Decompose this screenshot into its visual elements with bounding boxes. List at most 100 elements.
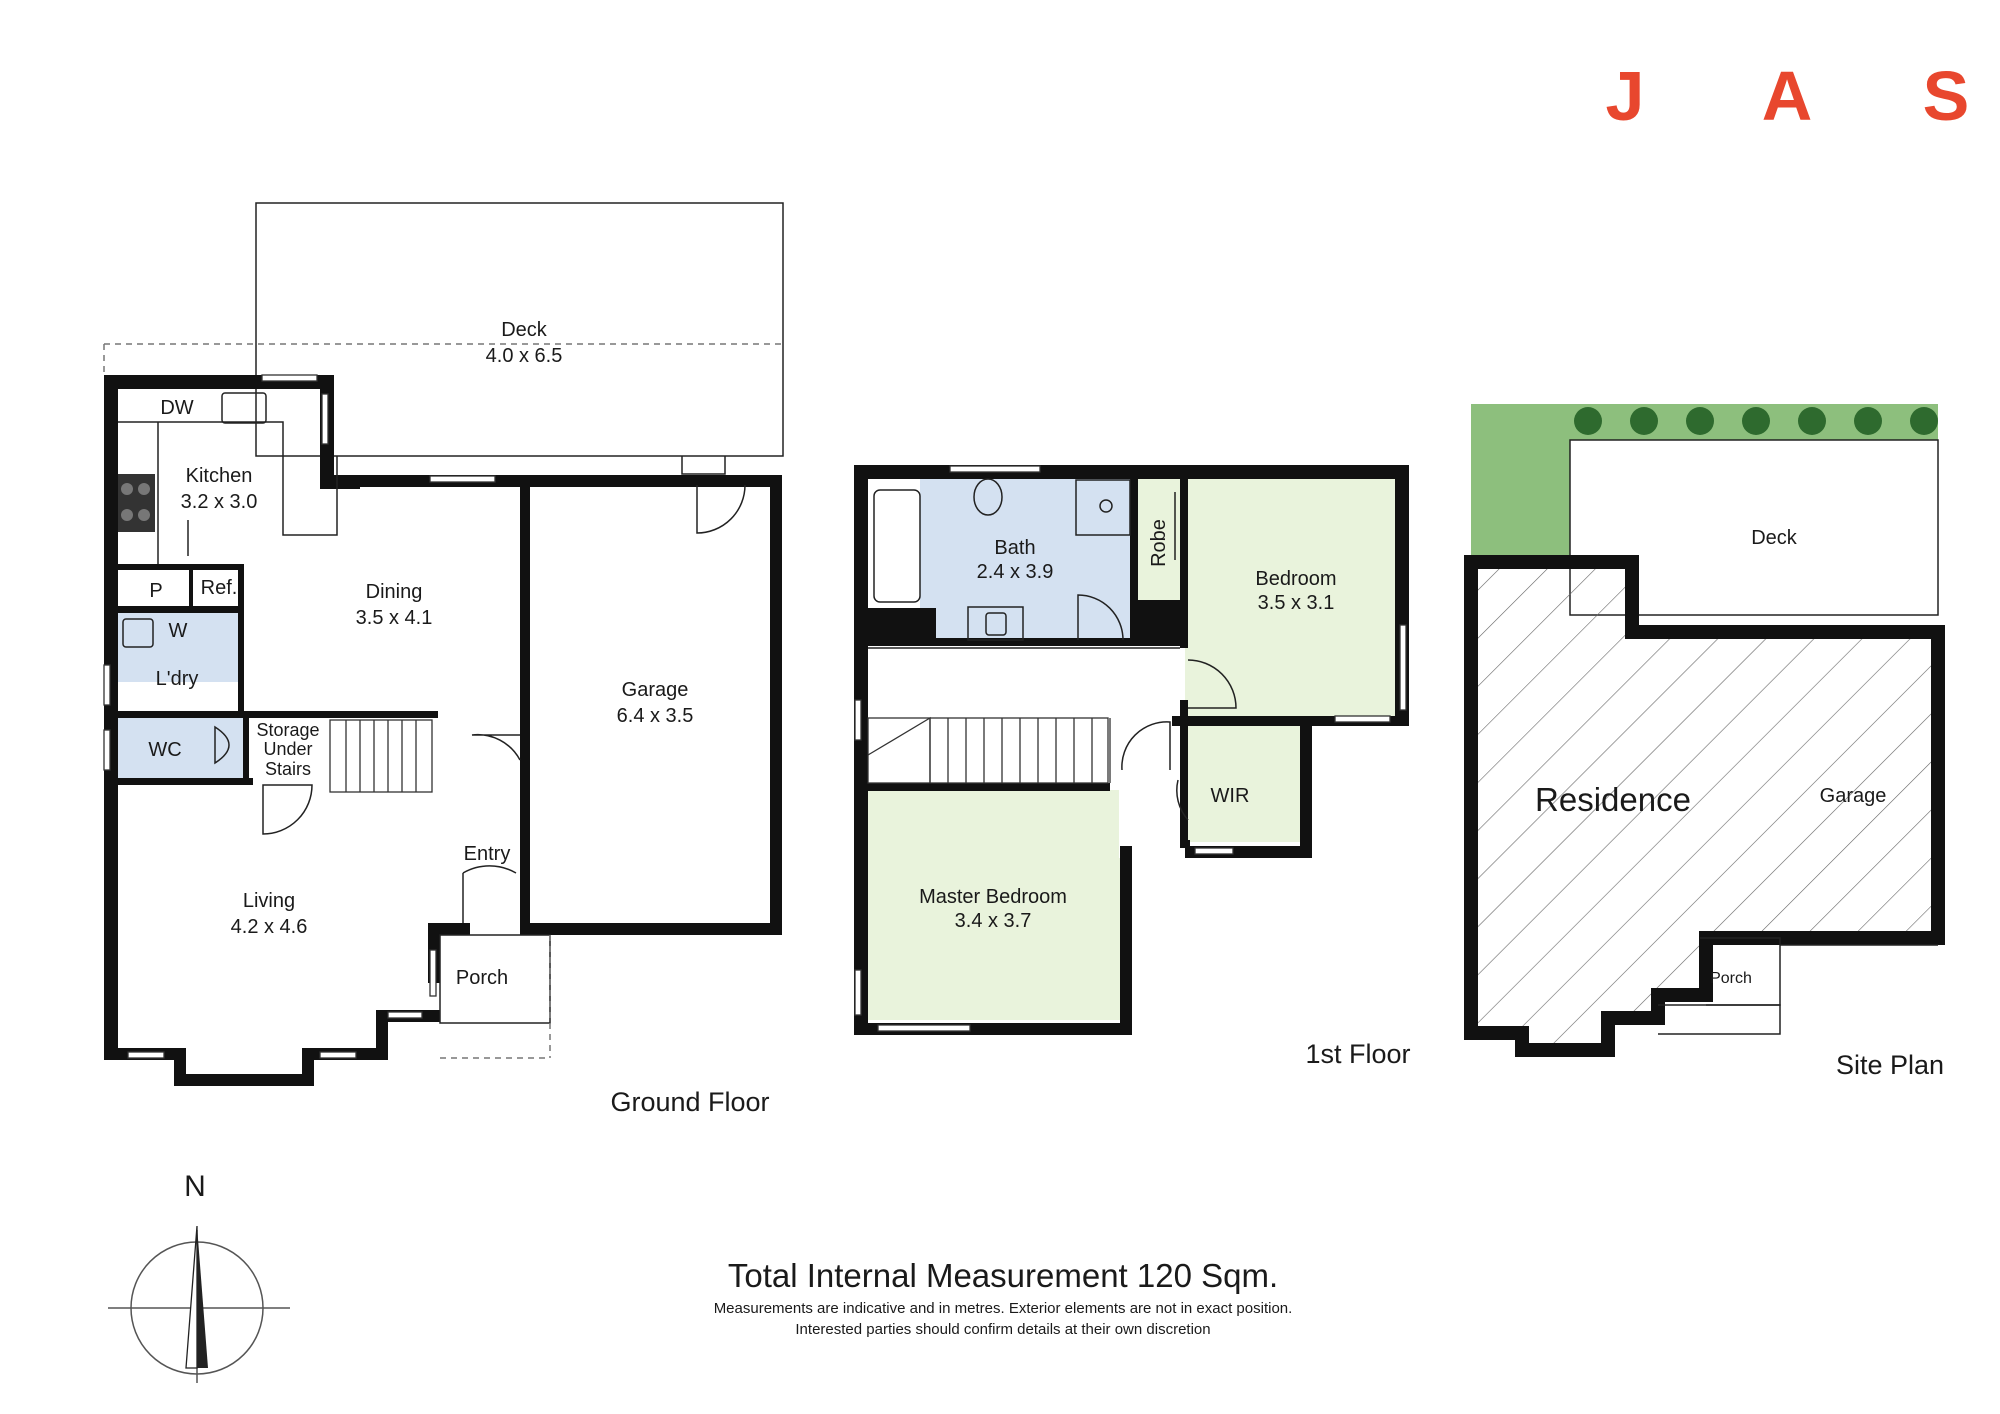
cooktop-icon xyxy=(118,474,155,532)
site-plan-title: Site Plan xyxy=(1836,1050,1944,1080)
bedroom-fill xyxy=(1185,478,1395,716)
window xyxy=(103,664,111,706)
laundry-label: L'dry xyxy=(156,668,199,690)
garage-east-wall xyxy=(770,475,782,935)
master-label: Master Bedroom xyxy=(919,886,1067,908)
shower-icon xyxy=(1075,479,1131,536)
ground-floor-title: Ground Floor xyxy=(610,1087,769,1117)
sink-icon xyxy=(221,392,267,424)
first-floor-plan: Bath 2.4 x 3.9 Robe Bedroom 3.5 x 3.1 WI… xyxy=(854,465,1411,1069)
discretion-note: Interested parties should confirm detail… xyxy=(795,1321,1210,1338)
site-plan: Deck Residence Garage Porch Site Plan xyxy=(1464,404,1945,1080)
kitchen-size: 3.2 x 3.0 xyxy=(181,491,258,513)
window xyxy=(854,969,862,1016)
entry-door xyxy=(462,865,517,874)
toilet-icon xyxy=(973,478,1003,516)
wc-label: WC xyxy=(148,739,181,761)
logo-letter-j: J xyxy=(1606,57,1645,135)
toilet-icon xyxy=(214,725,230,765)
window xyxy=(127,1051,165,1059)
first-floor-title: 1st Floor xyxy=(1305,1039,1410,1069)
ground-west-wall xyxy=(104,375,118,1060)
site-garage-label: Garage xyxy=(1820,785,1887,807)
garage-internal-door xyxy=(471,733,521,761)
living-size: 4.2 x 4.6 xyxy=(231,916,308,938)
bedroom-label: Bedroom xyxy=(1255,568,1336,590)
wir-fill xyxy=(1185,726,1311,842)
tree-icon xyxy=(1910,407,1938,435)
window xyxy=(429,949,437,997)
site-porch-label: Porch xyxy=(1710,970,1752,987)
north-compass: N xyxy=(108,1170,290,1383)
site-residence-footprint xyxy=(1464,555,1945,1057)
entry-label: Entry xyxy=(464,843,511,865)
window xyxy=(387,1011,423,1019)
site-residence-label: Residence xyxy=(1535,781,1691,818)
pantry-label: P xyxy=(149,580,162,602)
tree-icon xyxy=(1630,407,1658,435)
tree-icon xyxy=(1742,407,1770,435)
wir-door xyxy=(1176,779,1189,821)
ground-stairs xyxy=(329,719,433,793)
window xyxy=(261,374,318,382)
window xyxy=(1399,624,1407,711)
first-north-wall xyxy=(854,465,1409,479)
logo-letter-s: S xyxy=(1923,57,1970,135)
window xyxy=(103,729,111,771)
compass-north-label: N xyxy=(184,1170,206,1203)
sliding-door-window xyxy=(429,475,496,483)
storage-label-3: Stairs xyxy=(265,759,311,779)
garage-south-wall xyxy=(520,923,782,935)
dining-size: 3.5 x 4.1 xyxy=(356,607,433,629)
deck-step xyxy=(681,456,726,475)
total-measurement: Total Internal Measurement 120 Sqm. xyxy=(728,1257,1278,1294)
washer-label: W xyxy=(169,620,188,642)
tree-icon xyxy=(1686,407,1714,435)
compass-needle-dark xyxy=(197,1226,208,1368)
dining-label: Dining xyxy=(366,581,423,603)
site-garden-west xyxy=(1471,404,1570,562)
kitchen-bench xyxy=(118,421,338,536)
robe-label: Robe xyxy=(1148,519,1170,567)
garage-rear-door xyxy=(696,484,746,534)
ground-floor-plan: Deck 4.0 x 6.5 DW Kitchen 3.2 x 3.0 P Re… xyxy=(103,202,784,1117)
first-stairs xyxy=(867,716,1111,784)
laundry-tub-icon xyxy=(122,618,154,648)
tree-icon xyxy=(1798,407,1826,435)
ref-label: Ref. xyxy=(201,577,238,599)
storage-label-1: Storage xyxy=(256,720,319,740)
storage-door xyxy=(262,784,313,835)
window xyxy=(1194,847,1234,855)
tree-icon xyxy=(1574,407,1602,435)
deck-label: Deck xyxy=(501,319,548,341)
agency-logo: J A S xyxy=(1606,57,1970,135)
garage-size: 6.4 x 3.5 xyxy=(617,705,694,727)
window xyxy=(949,465,1041,473)
bedroom-door xyxy=(1187,659,1237,709)
wc-fill xyxy=(118,717,243,779)
measurement-disclaimer: Measurements are indicative and in metre… xyxy=(714,1300,1293,1317)
window xyxy=(321,393,329,445)
garage-dining-wall xyxy=(520,487,530,935)
deck-size: 4.0 x 6.5 xyxy=(486,345,563,367)
storage-label-2: Under xyxy=(263,739,312,759)
bedroom-size: 3.5 x 3.1 xyxy=(1258,592,1335,614)
dw-label: DW xyxy=(160,397,193,419)
logo-letter-a: A xyxy=(1762,57,1813,135)
bathtub-icon xyxy=(873,489,921,603)
bath-fill xyxy=(920,478,1130,640)
bath-door xyxy=(1077,594,1124,641)
wir-label: WIR xyxy=(1211,785,1250,807)
vanity-icon xyxy=(967,606,1024,641)
kitchen-label: Kitchen xyxy=(186,465,253,487)
dining-garage-north-wall xyxy=(360,475,780,487)
window xyxy=(1334,715,1391,723)
bath-size: 2.4 x 3.9 xyxy=(977,561,1054,583)
bay-window-wall xyxy=(174,1074,314,1086)
porch-label: Porch xyxy=(456,967,508,989)
master-door xyxy=(1121,721,1171,771)
deck-outline xyxy=(255,202,784,457)
bath-label: Bath xyxy=(994,537,1035,559)
